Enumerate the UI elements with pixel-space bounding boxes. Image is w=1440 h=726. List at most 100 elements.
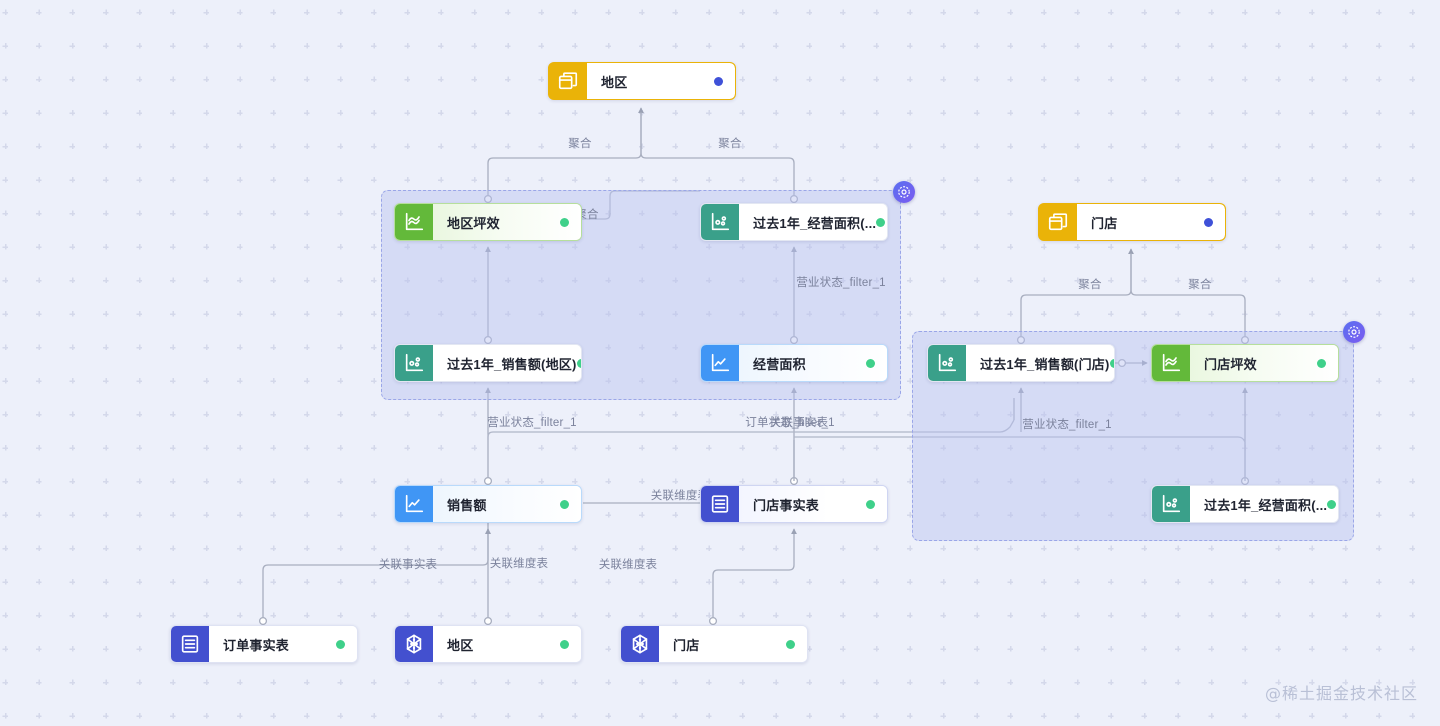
node-body[interactable]: 门店: [1077, 204, 1225, 240]
node-status-dot: [866, 499, 875, 509]
node-status-dot: [1327, 499, 1337, 509]
node-label: 订单事实表: [223, 637, 290, 653]
node-label: 过去1年_销售额(地区): [447, 356, 577, 372]
node-body[interactable]: 过去1年_销售额(地区): [433, 345, 581, 381]
node-status-dot: [714, 76, 723, 86]
node-label: 地区: [447, 637, 474, 653]
node-status-dot: [336, 639, 345, 649]
node-body[interactable]: 过去1年_经营面积(...: [739, 204, 887, 240]
node-body[interactable]: 过去1年_经营面积(...: [1190, 486, 1338, 522]
edge-label: 关联维度表: [598, 559, 658, 571]
node-icon: [701, 486, 739, 522]
node-icon: [171, 626, 209, 662]
scatter-chart-icon: [711, 212, 730, 231]
node-label: 地区: [601, 74, 628, 90]
node-body[interactable]: 门店事实表: [739, 486, 887, 522]
group-left-settings-badge[interactable]: [893, 181, 915, 203]
node-status-dot: [560, 499, 569, 509]
node-icon: [395, 345, 433, 381]
node-label: 销售额: [447, 497, 487, 513]
edge-label: 关联事实表: [378, 559, 438, 571]
node-status-dot: [576, 358, 581, 368]
node-n-jingying-mianji[interactable]: 经营面积: [700, 344, 888, 382]
scatter-chart-icon: [1162, 494, 1181, 513]
node-icon: [395, 626, 433, 662]
node-icon: [1039, 204, 1077, 240]
node-n-xiaoshoue[interactable]: 销售额: [394, 485, 582, 523]
node-icon: [1152, 345, 1190, 381]
node-icon: [395, 204, 433, 240]
node-label: 门店坪效: [1204, 356, 1257, 372]
node-status-dot: [1204, 217, 1213, 227]
line-chart-icon: [1162, 353, 1181, 372]
scatter-chart-icon: [405, 353, 424, 372]
node-n-dingdan-fact[interactable]: 订单事实表: [170, 625, 358, 663]
node-status-dot: [866, 358, 875, 368]
node-body[interactable]: 经营面积: [739, 345, 887, 381]
cube-dimension-icon: [632, 634, 648, 654]
node-n-past1y-sales-store[interactable]: 过去1年_销售额(门店): [927, 344, 1115, 382]
node-n-mendian-fact[interactable]: 门店事实表: [700, 485, 888, 523]
node-n-diqu-dim[interactable]: 地区: [394, 625, 582, 663]
node-label: 经营面积: [753, 356, 806, 372]
node-body[interactable]: 地区坪效: [433, 204, 581, 240]
node-icon: [928, 345, 966, 381]
line-chart-icon: [405, 212, 424, 231]
watermark: @稀土掘金技术社区: [1264, 684, 1418, 703]
node-label: 门店: [1091, 215, 1118, 231]
node-n-diqu-pingxiao[interactable]: 地区坪效: [394, 203, 582, 241]
node-status-dot: [876, 217, 886, 227]
table-rows-icon: [711, 495, 729, 513]
node-icon: [701, 345, 739, 381]
node-body[interactable]: 地区: [587, 63, 735, 99]
dimension-layers-icon: [558, 72, 578, 90]
scatter-chart-icon: [938, 353, 957, 372]
edge-label: 聚合: [1188, 279, 1212, 291]
edge-label: 订单状态_filter_1: [745, 417, 835, 429]
edge-label: 关联事实表: [769, 417, 829, 429]
node-icon: [1152, 486, 1190, 522]
node-icon: [395, 486, 433, 522]
group-right-settings-badge[interactable]: [1343, 321, 1365, 343]
node-label: 过去1年_经营面积(...: [1204, 497, 1328, 513]
table-rows-icon: [181, 635, 199, 653]
node-n-mendian-dim[interactable]: 门店: [620, 625, 808, 663]
dimension-layers-icon: [1048, 213, 1068, 231]
node-body[interactable]: 过去1年_销售额(门店): [966, 345, 1114, 381]
area-chart-icon: [405, 494, 424, 513]
node-n-mendian-top[interactable]: 门店: [1038, 203, 1226, 241]
node-body[interactable]: 订单事实表: [209, 626, 357, 662]
node-n-past1y-area-2[interactable]: 过去1年_经营面积(...: [1151, 485, 1339, 523]
node-label: 过去1年_经营面积(...: [753, 215, 877, 231]
node-body[interactable]: 地区: [433, 626, 581, 662]
node-n-mendian-pingxiao[interactable]: 门店坪效: [1151, 344, 1339, 382]
node-label: 地区坪效: [447, 215, 500, 231]
node-status-dot: [1109, 358, 1114, 368]
node-status-dot: [560, 639, 569, 649]
cube-dimension-icon: [406, 634, 422, 654]
node-n-diqu-top[interactable]: 地区: [548, 62, 736, 100]
node-body[interactable]: 门店坪效: [1190, 345, 1338, 381]
node-label: 门店: [673, 637, 700, 653]
settings-gear-icon: [898, 186, 910, 198]
node-status-dot: [786, 639, 795, 649]
edge-label: 聚合: [1078, 279, 1102, 291]
node-n-past1y-sales-region[interactable]: 过去1年_销售额(地区): [394, 344, 582, 382]
node-status-dot: [560, 217, 569, 227]
edge-label: 营业状态_filter_1: [487, 417, 577, 429]
edge-label: 营业状态_filter_1: [796, 277, 886, 289]
node-status-dot: [1317, 358, 1326, 368]
settings-gear-icon: [1348, 326, 1360, 338]
node-icon: [701, 204, 739, 240]
node-body[interactable]: 销售额: [433, 486, 581, 522]
edge-label: 聚合: [568, 138, 592, 150]
node-label: 过去1年_销售额(门店): [980, 356, 1110, 372]
node-icon: [621, 626, 659, 662]
node-n-past1y-area-1[interactable]: 过去1年_经营面积(...: [700, 203, 888, 241]
edge-label: 关联维度表: [650, 490, 710, 502]
node-label: 门店事实表: [753, 497, 820, 513]
node-body[interactable]: 门店: [659, 626, 807, 662]
edge-label: 关联维度表: [489, 558, 549, 570]
node-icon: [549, 63, 587, 99]
